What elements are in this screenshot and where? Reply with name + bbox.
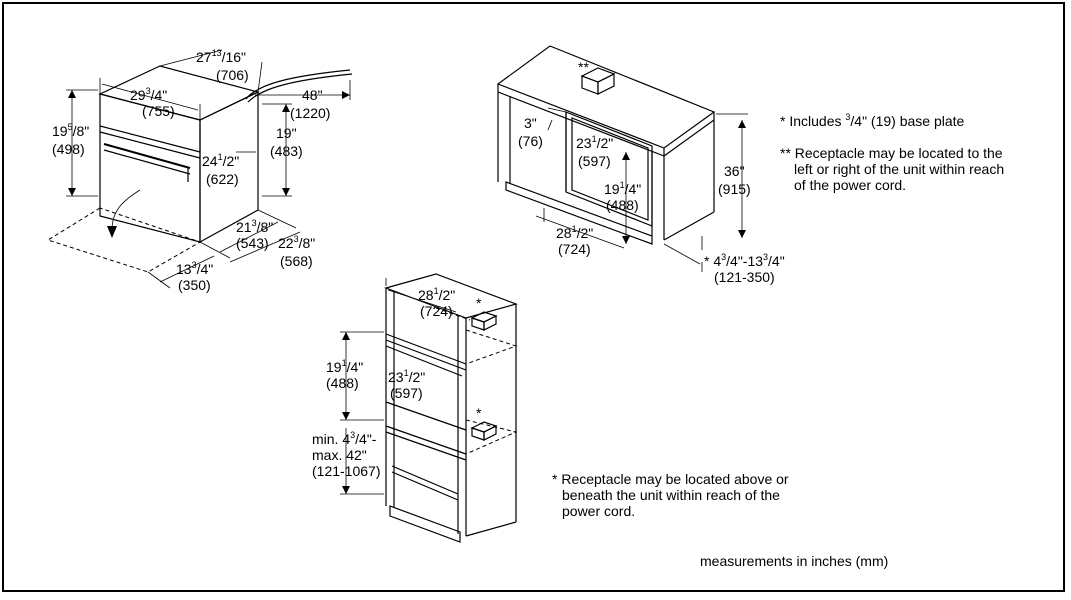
dim-depth-with-front: 223/8": [278, 234, 315, 251]
oven-panel-line: [99, 125, 201, 153]
undercounter-base: [505, 181, 653, 245]
diagram-frame: [2, 2, 1065, 592]
dim-cutout-height: 191/4": [604, 180, 641, 197]
svg-text:*: *: [476, 405, 482, 421]
svg-text:(350): (350): [178, 277, 211, 293]
oven-handle-bottom: [103, 149, 191, 175]
dim-cord-length: 48": [302, 87, 323, 103]
svg-text:(597): (597): [390, 385, 423, 401]
oven-door-swing: [46, 207, 202, 273]
svg-text:(706): (706): [216, 67, 249, 83]
dim-height-body: 19": [276, 125, 297, 141]
dim-width: 293/4": [130, 86, 167, 103]
dim-inner-width: 241/2": [202, 152, 239, 169]
svg-text:(724): (724): [558, 241, 591, 257]
dim-counter-height: 36": [724, 163, 745, 179]
dim-door-swing: 133/4": [176, 260, 213, 277]
svg-text:max. 42": max. 42": [312, 447, 367, 463]
svg-text:(597): (597): [578, 153, 611, 169]
note-receptacle-above: * Receptacle may be located above or: [552, 471, 789, 487]
dim-total-depth: 2713/16": [196, 48, 246, 65]
dim-floor-range: min. 43/4"-: [312, 430, 377, 447]
dim-cabinet-width: 281/2": [556, 224, 593, 241]
svg-text:(568): (568): [280, 253, 313, 269]
svg-text:(498): (498): [52, 141, 85, 157]
dim-height: 195/8": [52, 122, 89, 139]
svg-text:(488): (488): [326, 375, 359, 391]
svg-text:(543): (543): [236, 235, 269, 251]
svg-text:left or right of the unit with: left or right of the unit within reach: [794, 161, 1004, 177]
dim-gap-top: 3": [524, 115, 537, 131]
oven-dimensions: 2713/16" (706) 48" (1220) 293/4" (755) 1…: [52, 48, 330, 293]
svg-text:beneath the unit within reach: beneath the unit within reach of the: [562, 487, 780, 503]
svg-text:(622): (622): [206, 171, 239, 187]
note-receptacle-side: ** Receptacle may be located to the: [780, 145, 1003, 161]
oven-drawing: [46, 49, 353, 289]
dim-cutout-width: 231/2": [576, 134, 613, 151]
dim-base-range: * 43/4"-133/4": [704, 252, 785, 269]
receptacle-box-lower: [470, 421, 498, 433]
oven-door-top: [99, 131, 201, 159]
svg-text:(755): (755): [142, 103, 175, 119]
cabinet-base: [389, 505, 461, 543]
svg-text:(121-350): (121-350): [714, 269, 775, 285]
wall-cabinet-dimensions: 281/2" (724) * * 191/4" (488) 231/2" (59…: [312, 286, 482, 479]
dim-depth-body: 213/8": [236, 218, 273, 235]
wall-cabinet-drawing: [340, 273, 518, 543]
oven-power-cord: [245, 69, 351, 100]
units-label: measurements in inches (mm): [700, 553, 888, 569]
notes: * Includes 3/4" (19) base plate ** Recep…: [552, 112, 1004, 569]
undercounter-dimensions: ** 3" (76) 231/2" (597) 191/4" (488) 281…: [518, 59, 785, 285]
svg-text:of the power cord.: of the power cord.: [794, 177, 906, 193]
oven-handle: [103, 143, 191, 169]
svg-text:**: **: [578, 59, 589, 75]
dim-wall-cutout-width: 231/2": [388, 368, 425, 385]
svg-text:(915): (915): [718, 181, 751, 197]
door-swing-arrow: [111, 189, 141, 231]
svg-text:*: *: [476, 295, 482, 311]
undercounter-drawing: [496, 45, 748, 272]
dim-wall-cutout-height: 191/4": [326, 358, 363, 375]
dim-wall-cabinet-width: 281/2": [418, 286, 455, 303]
svg-text:power cord.: power cord.: [562, 503, 635, 519]
svg-text:(121-1067): (121-1067): [312, 463, 381, 479]
svg-text:(488): (488): [606, 197, 639, 213]
note-base-plate: * Includes 3/4" (19) base plate: [780, 112, 965, 129]
svg-text:(483): (483): [270, 143, 303, 159]
svg-text:(1220): (1220): [290, 105, 330, 121]
svg-text:(76): (76): [518, 133, 543, 149]
svg-text:(724): (724): [420, 303, 453, 319]
